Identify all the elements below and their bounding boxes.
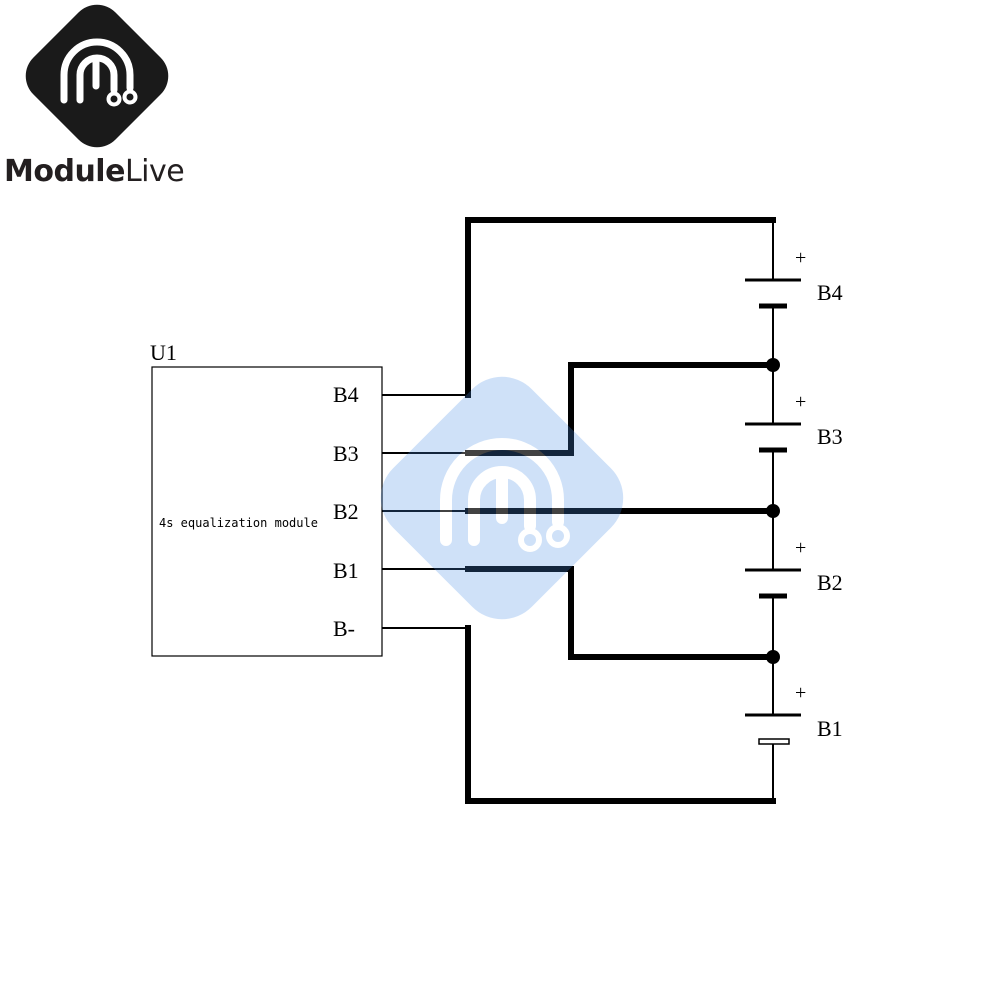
pin-label-bminus: B-	[333, 616, 355, 641]
cell-b2-label: B2	[817, 570, 843, 595]
brand-name-part1: Module	[4, 154, 125, 189]
cell-b3-plus: +	[795, 391, 806, 413]
watermark-logo-icon	[380, 376, 624, 620]
pin-label-b1: B1	[333, 558, 359, 583]
module-label: 4s equalization module	[159, 516, 318, 530]
pin-label-b4: B4	[333, 382, 359, 407]
cell-b3-label: B3	[817, 424, 843, 449]
wire-b4	[465, 217, 776, 398]
pin-label-b2: B2	[333, 499, 359, 524]
brand-name: ModuleLive	[4, 152, 185, 192]
pin-label-b3: B3	[333, 441, 359, 466]
wire-bminus	[465, 625, 776, 804]
cell-b1-label: B1	[817, 716, 843, 741]
junction-dot-b1	[766, 650, 780, 664]
junction-dot-b3	[766, 358, 780, 372]
brand-name-part2: Live	[124, 154, 185, 189]
cell-b1-plus: +	[795, 682, 806, 704]
wire-b1	[465, 566, 776, 660]
module-box	[151, 366, 383, 657]
cell-b2-plus: +	[795, 537, 806, 559]
wire-b3	[465, 362, 776, 456]
cell-b4-plus: +	[795, 247, 806, 269]
modulelive-logo-icon	[25, 4, 169, 148]
component-ref: U1	[150, 340, 177, 365]
brand-logo: ModuleLive	[0, 0, 200, 200]
junction-dot-b2	[766, 504, 780, 518]
cell-b1-negative-plate	[758, 738, 790, 745]
cell-b4-label: B4	[817, 280, 843, 305]
